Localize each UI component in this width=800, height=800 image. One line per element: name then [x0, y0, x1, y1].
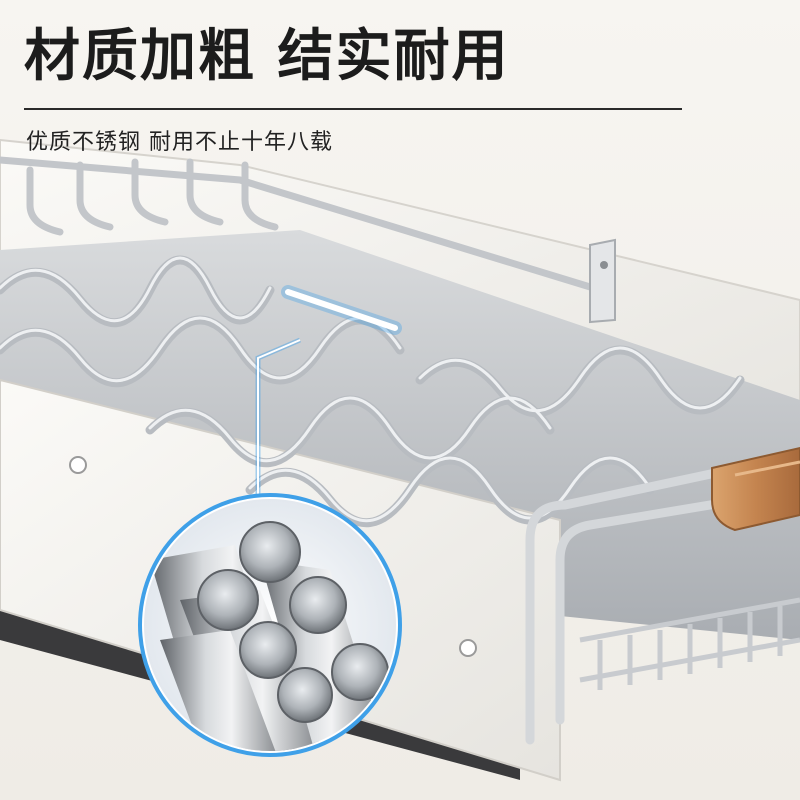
divider	[24, 108, 682, 110]
headline: 材质加粗 结实耐用	[24, 24, 510, 89]
subheadline: 优质不锈钢 耐用不止十年八载	[26, 130, 333, 155]
